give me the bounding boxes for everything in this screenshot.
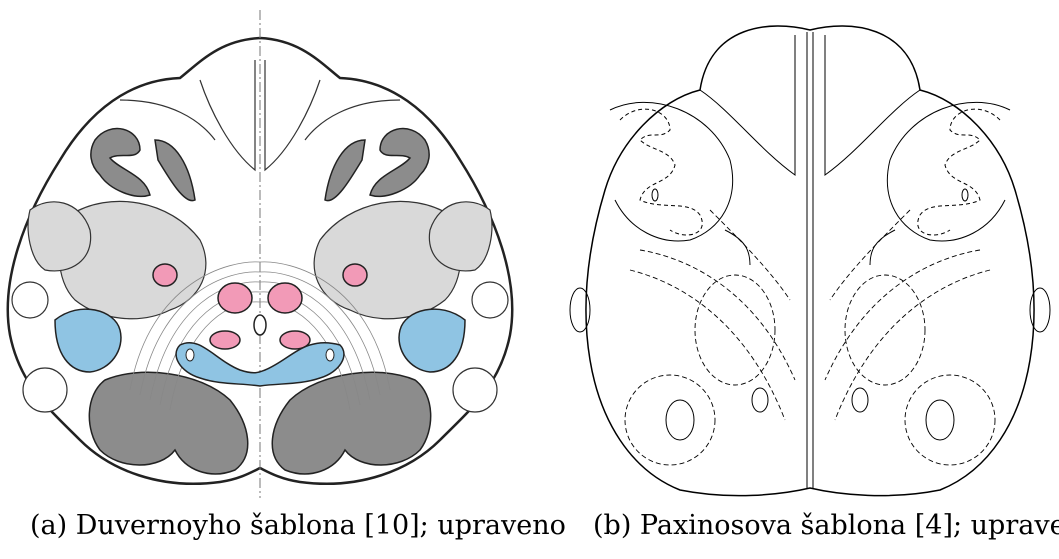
duvernoy-template-panel [0,0,520,500]
paxinos-template-panel [560,0,1059,500]
outer-outline [586,26,1034,496]
paxinos-template-drawing [560,0,1059,500]
pink-region-right [343,264,367,286]
caption-duvernoy: (a) Duvernoyho šablona [10]; upraveno [30,510,566,541]
caption-paxinos: (b) Paxinosova šablona [4]; upraveno [593,510,1059,541]
pink-region-left [153,264,177,286]
duvernoy-template-drawing [0,0,520,500]
